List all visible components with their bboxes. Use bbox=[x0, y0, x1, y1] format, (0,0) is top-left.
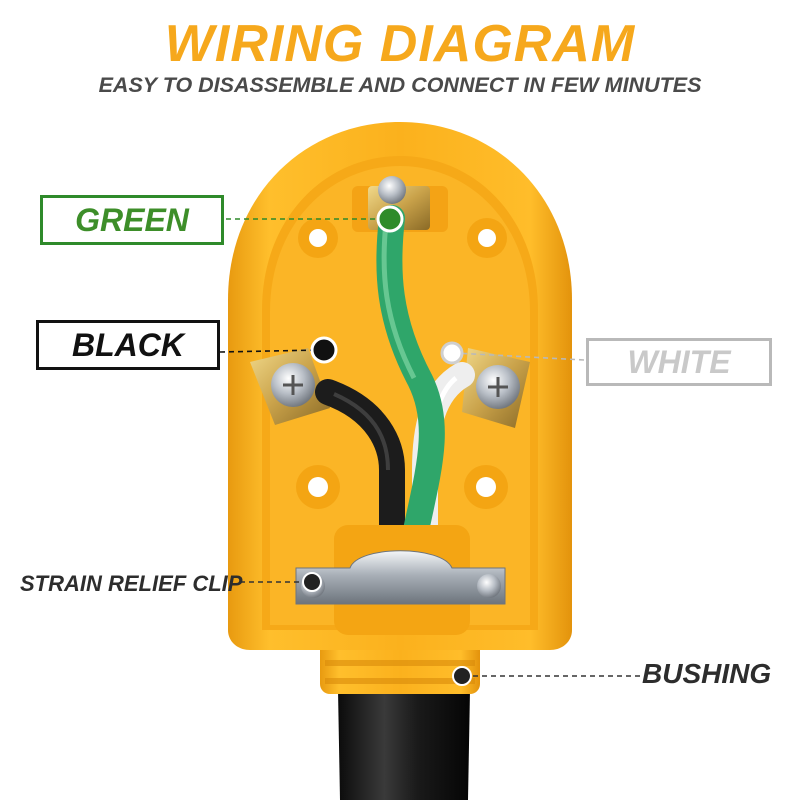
white-marker-dot bbox=[440, 341, 464, 365]
black-terminal bbox=[250, 348, 330, 425]
plug-body bbox=[228, 122, 572, 650]
mount-hole bbox=[467, 218, 507, 258]
strain-relief-clip-label: STRAIN RELIEF CLIP bbox=[20, 571, 243, 596]
leader-lines bbox=[219, 218, 640, 677]
white-terminal bbox=[462, 348, 530, 428]
black-wire-label: BLACK bbox=[36, 320, 220, 370]
green-wire-label: GREEN bbox=[40, 195, 224, 245]
strain-relief-clip bbox=[295, 525, 506, 635]
strain-marker-dot bbox=[302, 572, 322, 592]
page-subtitle: EASY TO DISASSEMBLE AND CONNECT IN FEW M… bbox=[98, 73, 702, 97]
white-wire-label: WHITE bbox=[586, 338, 772, 386]
green-wire bbox=[376, 205, 445, 573]
power-cable bbox=[338, 690, 470, 800]
bushing-marker-dot bbox=[452, 666, 472, 686]
mount-hole bbox=[298, 218, 338, 258]
mount-hole bbox=[296, 465, 340, 509]
black-wire bbox=[315, 379, 405, 573]
mount-hole bbox=[464, 465, 508, 509]
page-title: WIRING DIAGRAM bbox=[164, 15, 636, 73]
bushing-label: BUSHING bbox=[642, 658, 772, 689]
green-marker-dot bbox=[376, 205, 404, 233]
black-marker-dot bbox=[310, 336, 338, 364]
